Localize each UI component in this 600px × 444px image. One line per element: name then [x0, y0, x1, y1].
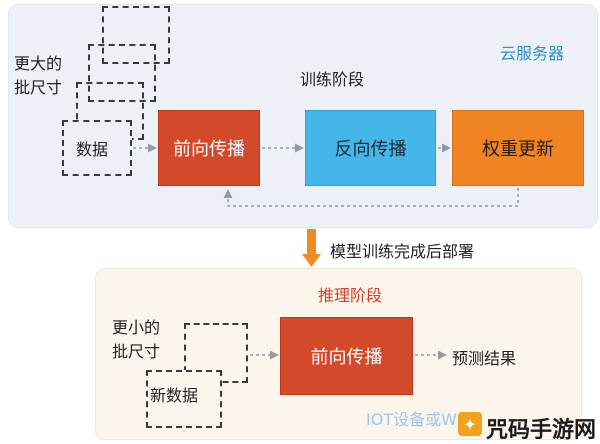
new-data-batch-front	[146, 370, 222, 428]
training-phase-title: 训练阶段	[300, 70, 365, 89]
site-logo-text: 咒码手游网	[486, 418, 597, 443]
weight-update-label: 权重更新	[482, 139, 554, 160]
new-data-label: 新数据	[150, 386, 199, 405]
smaller-batch-label-line2: 批尺寸	[112, 342, 161, 361]
update-feedback-arrow	[223, 188, 519, 207]
logo-emblem	[458, 412, 482, 436]
deploy-arrow-head	[302, 254, 321, 267]
logo-emblem-glyph: ✦	[463, 415, 476, 434]
data-batch-stack-1	[102, 6, 170, 64]
deploy-arrow-shaft	[307, 229, 316, 255]
forward-propagation-box: 前向传播	[158, 110, 260, 186]
back-propagation-label: 反向传播	[334, 139, 407, 160]
bigger-batch-label-line2: 批尺寸	[14, 78, 63, 97]
cloud-server-label: 云服务器	[500, 44, 565, 63]
data-batch-stack-2	[88, 44, 156, 102]
inference-forward-propagation-box: 前向传播	[280, 317, 413, 395]
prediction-result-label: 预测结果	[452, 349, 517, 368]
deploy-label: 模型训练完成后部署	[330, 242, 475, 261]
bigger-batch-label-line1: 更大的	[14, 54, 63, 73]
inference-forward-propagation-label: 前向传播	[310, 347, 383, 368]
inference-phase-title: 推理阶段	[318, 286, 383, 305]
forward-propagation-label: 前向传播	[173, 139, 245, 160]
weight-update-box: 权重更新	[452, 110, 584, 186]
smaller-batch-label-line1: 更小的	[112, 318, 161, 337]
data-label: 数据	[76, 140, 109, 159]
watermark-text: IOT设备或W	[366, 410, 457, 429]
data-batch-front	[62, 120, 132, 176]
back-propagation-box: 反向传播	[305, 110, 436, 186]
